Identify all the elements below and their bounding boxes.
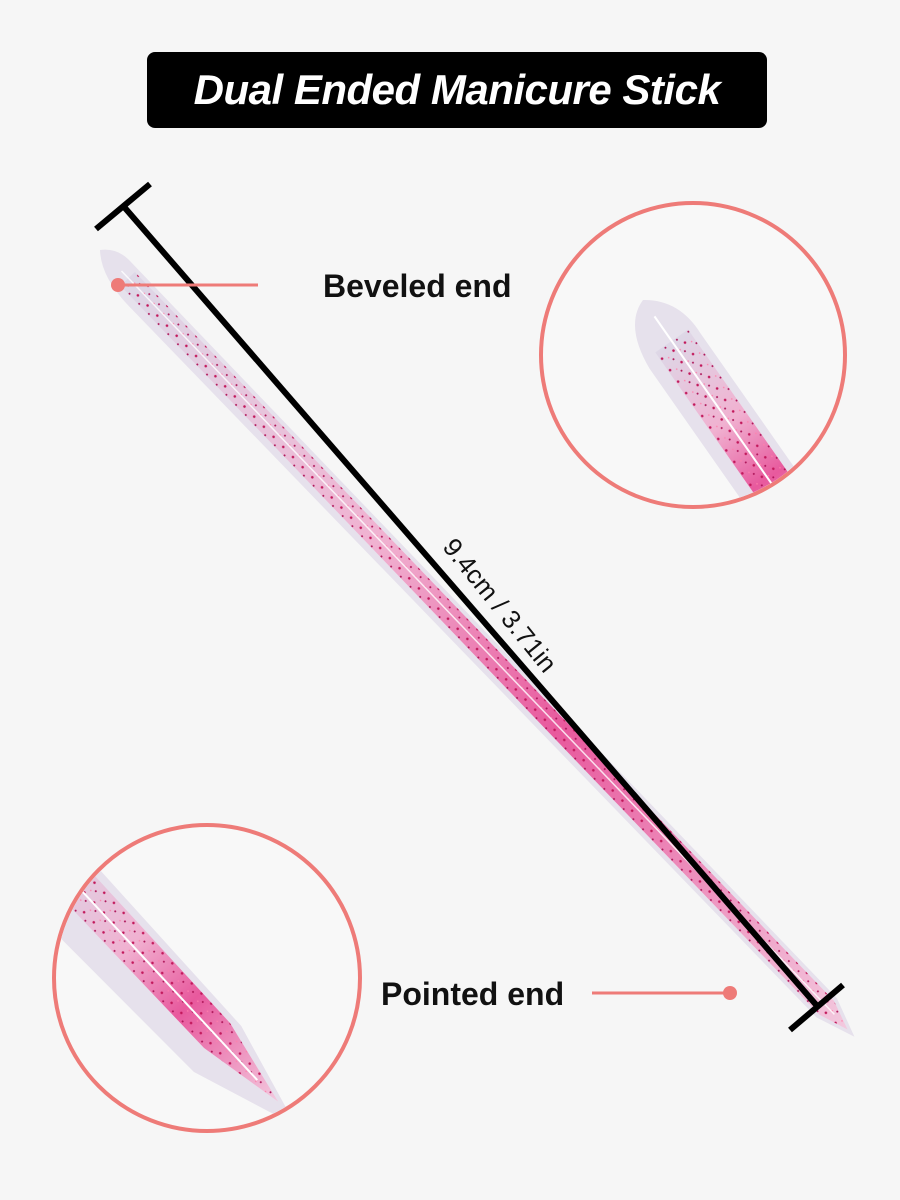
measurement-line: [122, 206, 821, 1009]
measurement-cap-bottom: [788, 982, 845, 1033]
title-banner: Dual Ended Manicure Stick: [147, 52, 767, 128]
pointed-end-label: Pointed end: [381, 976, 565, 1012]
manicure-stick: [100, 249, 855, 1037]
beveled-callout-dot: [111, 278, 125, 292]
beveled-end-label: Beveled end: [323, 268, 512, 304]
pointed-callout-dot: [723, 986, 737, 1000]
measurement-cap-top: [94, 181, 152, 232]
beveled-end-closeup: [539, 201, 847, 509]
beveled-tip-image: [634, 299, 843, 505]
pointed-end-closeup: [52, 823, 362, 1133]
page-title: Dual Ended Manicure Stick: [193, 66, 721, 113]
pointed-tip-image: [56, 840, 297, 1126]
